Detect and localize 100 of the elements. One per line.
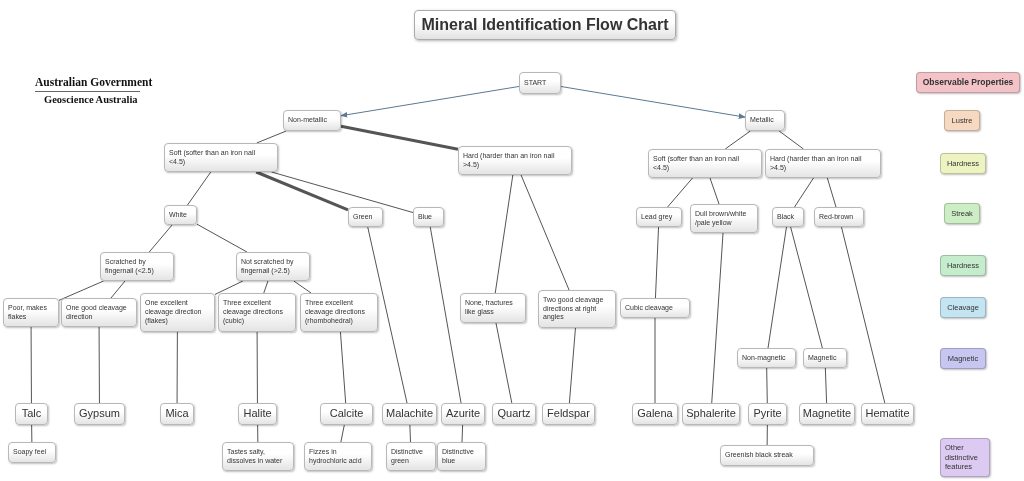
process-box	[437, 442, 486, 471]
process-box	[160, 403, 194, 425]
connector-line	[494, 174, 514, 294]
connector-line	[255, 170, 349, 212]
node-text: Azurite	[445, 407, 481, 421]
process-box	[542, 403, 595, 425]
process-box	[15, 403, 48, 425]
process-box	[386, 442, 436, 471]
organization-name: Australian Government	[35, 76, 153, 88]
process-box	[61, 298, 137, 327]
connector-line	[367, 226, 408, 404]
process-box	[620, 298, 690, 318]
connector-line	[148, 224, 173, 253]
node-text: Hematite	[865, 407, 910, 421]
process-box	[632, 403, 678, 425]
process-box	[164, 143, 278, 172]
node-text: Magnetite	[802, 407, 852, 421]
connector-line	[263, 280, 269, 294]
connector-line	[667, 177, 694, 208]
node-text: Quartz	[497, 407, 531, 421]
connector-line	[461, 424, 464, 443]
connector-line	[840, 226, 886, 404]
process-box	[458, 146, 572, 175]
node-text: Galena	[637, 407, 673, 421]
process-box	[222, 442, 294, 471]
connector-line	[31, 424, 33, 443]
node-text: Pyrite	[753, 407, 782, 421]
node-text: Mica	[165, 407, 189, 421]
node-text: Talc	[21, 407, 42, 421]
connector-line	[429, 226, 462, 404]
process-box	[772, 207, 804, 227]
process-box	[519, 72, 561, 94]
process-box	[300, 293, 378, 332]
process-box	[803, 348, 847, 368]
node-text: Sphalerite	[686, 407, 736, 421]
arrow	[340, 85, 520, 118]
connector-line	[340, 124, 459, 151]
process-box	[348, 207, 383, 227]
connector-line	[187, 171, 212, 206]
process-box	[304, 442, 372, 471]
arrow	[560, 86, 746, 119]
process-box	[140, 293, 215, 332]
process-box	[218, 293, 296, 332]
connector-line	[110, 280, 126, 299]
connector-line	[766, 424, 768, 446]
process-box	[320, 403, 373, 425]
connector-line	[495, 322, 513, 404]
process-box	[636, 207, 682, 227]
node-text: Gypsum	[79, 407, 120, 421]
process-box	[413, 207, 444, 227]
connector-line	[520, 174, 570, 291]
process-box	[745, 110, 785, 131]
process-box	[492, 403, 536, 425]
connector-line	[778, 130, 804, 150]
connector-line	[293, 280, 312, 294]
chart-title: Mineral Identification Flow Chart	[414, 10, 676, 40]
connector-line	[256, 331, 258, 404]
connector-line	[30, 326, 32, 404]
connector-line	[794, 177, 814, 208]
connector-line	[409, 424, 411, 443]
connector-line	[824, 367, 828, 404]
node-text: Malachite	[385, 407, 434, 421]
process-box	[460, 293, 526, 323]
connector-line	[58, 280, 105, 301]
process-box	[765, 149, 881, 178]
legend-heading: Observable Properties	[916, 72, 1020, 93]
connector-line	[340, 424, 345, 443]
process-box	[100, 252, 174, 281]
connector-line	[271, 171, 414, 214]
connector-line	[568, 327, 576, 404]
process-box	[648, 149, 762, 178]
organization-name: Geoscience Australia	[44, 94, 138, 105]
connector-line	[98, 326, 100, 404]
process-box	[538, 290, 616, 328]
process-box	[690, 204, 758, 233]
connector-line	[709, 177, 720, 205]
process-box	[737, 348, 796, 368]
process-box	[74, 403, 125, 425]
connector-line	[766, 367, 768, 404]
connector-line	[724, 130, 751, 150]
process-box	[814, 207, 864, 227]
connector-line	[826, 177, 837, 208]
process-box	[3, 298, 59, 327]
connector-line	[339, 331, 347, 404]
connector-line	[214, 280, 244, 295]
node-text: Feldspar	[547, 407, 590, 421]
process-box	[164, 205, 197, 225]
node-text: Calcite	[329, 407, 364, 421]
connector-line	[654, 317, 656, 404]
connector-line	[176, 331, 178, 404]
node-text: Halite	[243, 407, 272, 421]
connector-line	[196, 223, 248, 253]
process-box	[720, 445, 814, 466]
process-box	[748, 403, 787, 425]
connector-line	[257, 424, 259, 443]
connector-line	[711, 232, 724, 404]
connector-line	[654, 226, 660, 299]
process-box	[236, 252, 310, 281]
process-box	[8, 442, 56, 463]
connector-line	[790, 226, 823, 349]
